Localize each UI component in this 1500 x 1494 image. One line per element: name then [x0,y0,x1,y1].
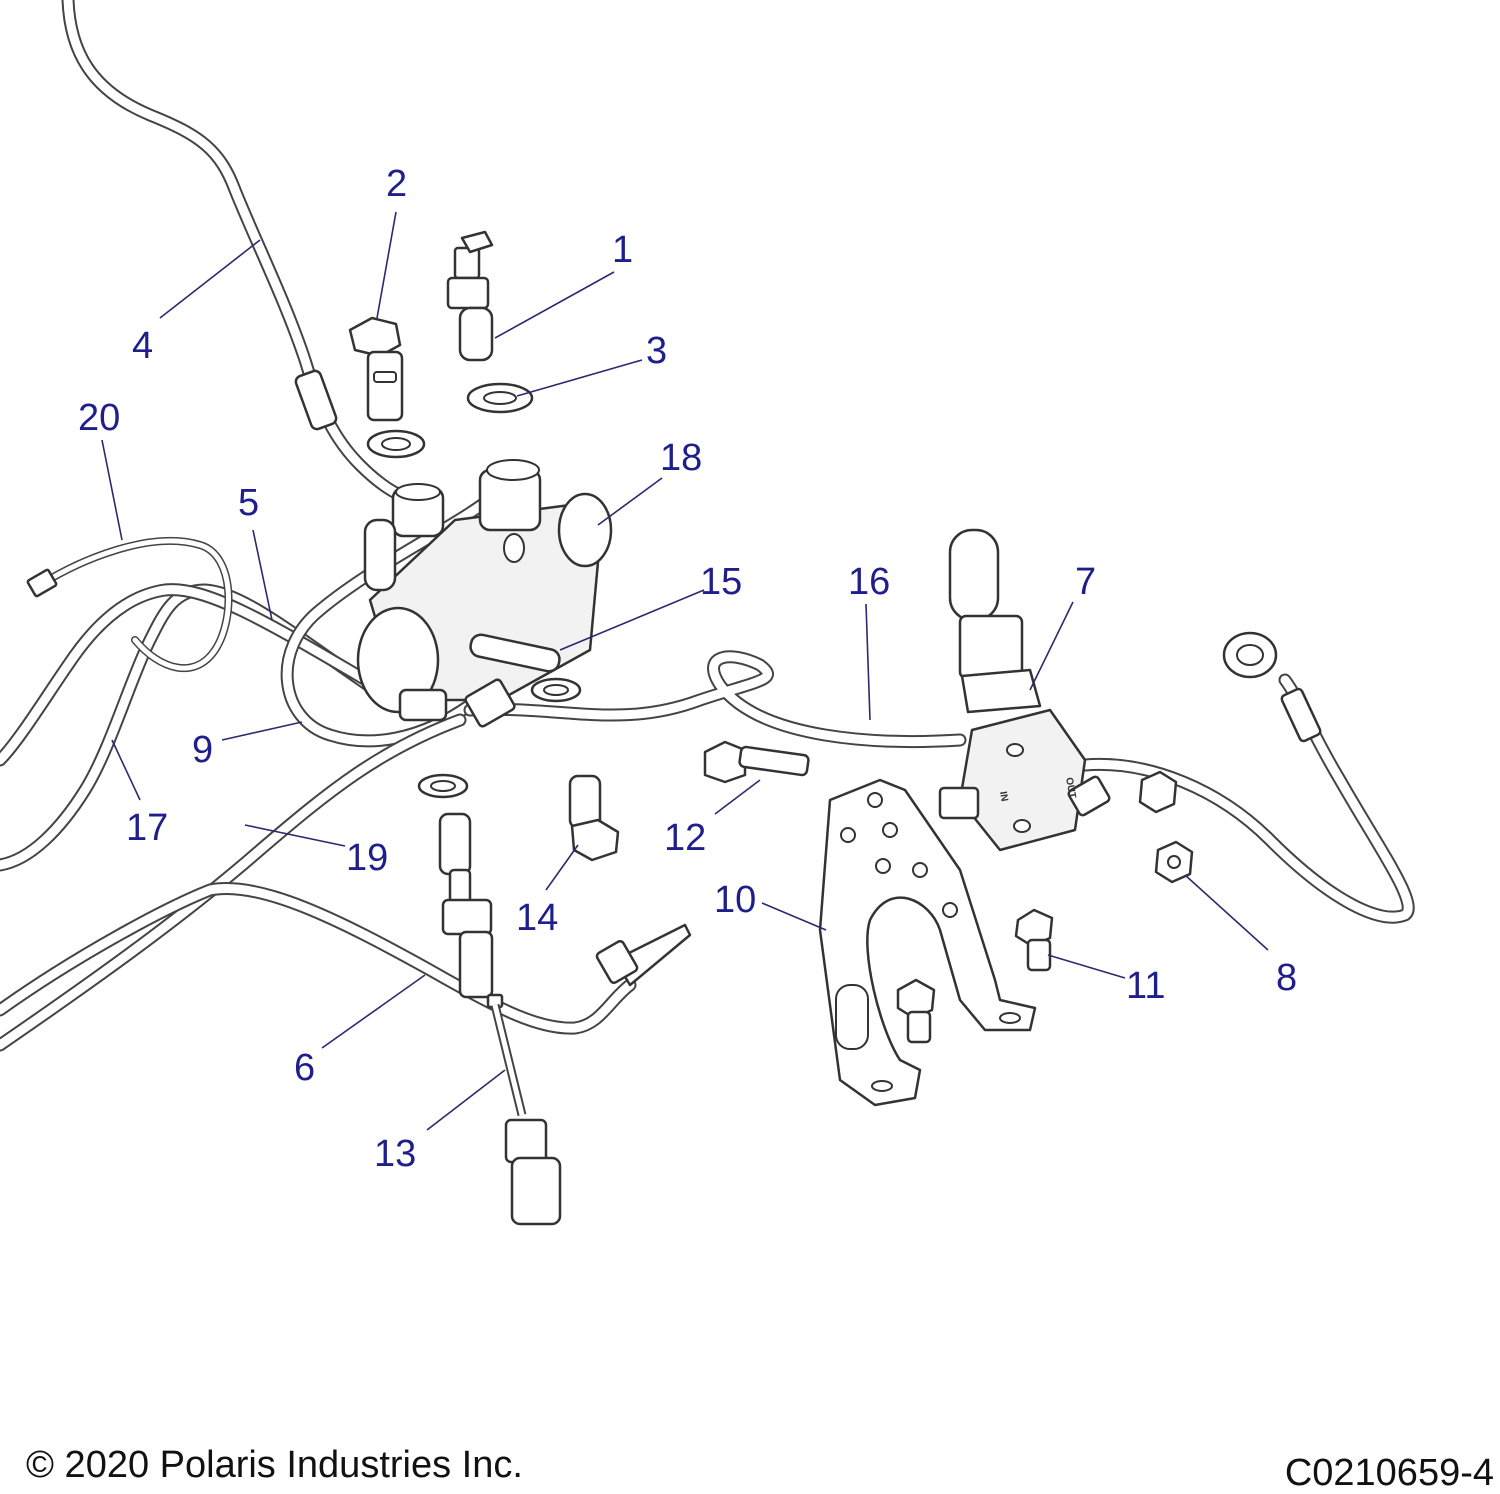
leader-17 [111,739,141,801]
callout-15: 15 [700,561,742,603]
brake-lines [0,0,1415,1052]
callout-19: 19 [346,837,388,879]
leader-16 [865,603,871,721]
manifold-port-right [557,492,613,568]
leader-4 [159,239,261,319]
line-9 [280,483,507,748]
callout-9: 9 [192,729,213,771]
leader-15 [559,589,705,651]
manifold-mount-hole [503,533,525,563]
manifold-fitting-nut [464,678,516,728]
line-4-ferrule [294,369,338,431]
cable-tie-20 [26,537,233,672]
manifold-pin-15 [469,633,561,673]
callout-2: 2 [386,163,407,205]
leader-14 [545,844,579,891]
line-6 [0,882,692,1035]
callout-1: 1 [612,229,633,271]
callout-16: 16 [848,561,890,603]
valve-hole-bottom [1013,819,1031,833]
line-right-ferrule [1280,687,1322,743]
callout-14: 14 [516,897,558,939]
leader-6 [321,974,426,1049]
line-right [1078,631,1415,924]
valve-in-mark: IN [997,791,1010,803]
callout-6: 6 [294,1047,315,1089]
bolt-11 [1014,908,1054,972]
banjo-bolt-2 [348,316,404,422]
callout-20: 20 [78,397,120,439]
callout-10: 10 [714,879,756,921]
callout-13: 13 [374,1133,416,1175]
leader-9 [221,721,303,741]
leader-3 [516,359,643,397]
line-16 [463,650,967,748]
manifold-port-bottom [398,688,448,722]
leader-2 [376,211,397,319]
callout-numbers: 1 2 3 4 5 6 7 8 9 10 11 12 13 14 15 16 1… [78,163,1297,1175]
washer-lower-hole [430,780,456,792]
washer-3-hole [483,391,517,405]
manifold-port-top-hole [486,459,540,481]
pressure-switch-1 [446,230,494,362]
manifold-end-left [356,606,440,714]
leader-18 [597,477,663,526]
valve-out-mark: OUT [1063,777,1077,800]
drawing-number: C0210659-4 [1284,1452,1494,1494]
callout-3: 3 [646,330,667,372]
callout-4: 4 [132,325,153,367]
washer-middle-hole [543,684,569,696]
leader-20 [101,439,123,541]
line-6-nut [595,939,639,985]
bolt-12 [703,740,810,784]
callout-12: 12 [664,817,706,859]
callout-11: 11 [1126,965,1165,1007]
cable-tie-head [26,568,58,598]
leader-lines [101,211,1269,1131]
callout-8: 8 [1276,957,1297,999]
manifold-port-left-hole [395,483,441,501]
valve-in-nut [938,786,980,820]
leader-8 [1184,874,1269,951]
callout-18: 18 [660,437,702,479]
manifold-block-18 [356,459,613,728]
leader-1 [494,271,615,339]
bolt-bracket [896,978,936,1044]
proportioning-valve-7: IN OUT [938,528,1111,852]
leader-5 [252,529,273,621]
line-5 [0,583,407,767]
line-4 [61,0,417,507]
mounting-bracket-10 [818,778,1037,1107]
callout-7: 7 [1075,561,1096,603]
copyright-notice: © 2020 Polaris Industries Inc. [26,1444,523,1486]
line-19 [0,713,467,1052]
callout-17: 17 [126,807,168,849]
brake-switch-13 [438,812,562,1226]
nut-on-line [1138,770,1178,814]
nut-8 [1138,770,1194,884]
banjo-hole [1236,644,1264,666]
valve-hole-top [1006,743,1024,757]
washer-upper-hole [381,437,411,451]
leader-12 [714,779,761,815]
leader-7 [1029,601,1074,691]
line-17 [0,583,397,872]
valve-out-nut [1067,775,1111,817]
manifold-side-loop [363,518,397,592]
leader-13 [426,1069,506,1131]
callout-5: 5 [238,482,259,524]
leader-10 [761,902,827,931]
banjo-bolt-14 [568,774,620,862]
leader-11 [1047,954,1126,979]
leader-19 [244,824,346,847]
